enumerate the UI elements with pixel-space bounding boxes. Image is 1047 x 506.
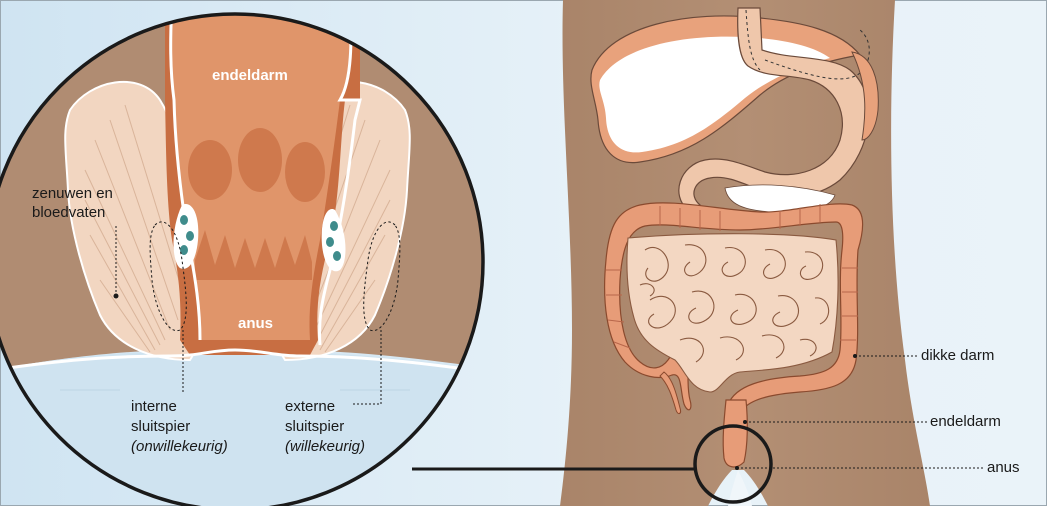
label-endeldarm-body: endeldarm	[930, 412, 1001, 431]
label-externe-note: (willekeurig)	[285, 437, 365, 456]
label-externe-line1: externe	[285, 397, 335, 416]
label-zenuwen-line1: zenuwen en	[32, 184, 113, 203]
label-dikke-darm: dikke darm	[921, 346, 994, 365]
label-anus-zoom: anus	[238, 314, 273, 333]
leader-dot-anus	[735, 466, 739, 470]
label-interne-line1: interne	[131, 397, 177, 416]
label-externe-line2: sluitspier	[285, 417, 344, 436]
label-endeldarm-zoom: endeldarm	[212, 66, 288, 85]
label-interne-line2: sluitspier	[131, 417, 190, 436]
leader-dot-dikke-darm	[853, 354, 857, 358]
label-interne-note: (onwillekeurig)	[131, 437, 228, 456]
rectum-body	[723, 400, 747, 467]
leader-dot-endeldarm	[743, 420, 747, 424]
label-anus-body: anus	[987, 458, 1020, 477]
label-zenuwen-line2: bloedvaten	[32, 203, 105, 222]
